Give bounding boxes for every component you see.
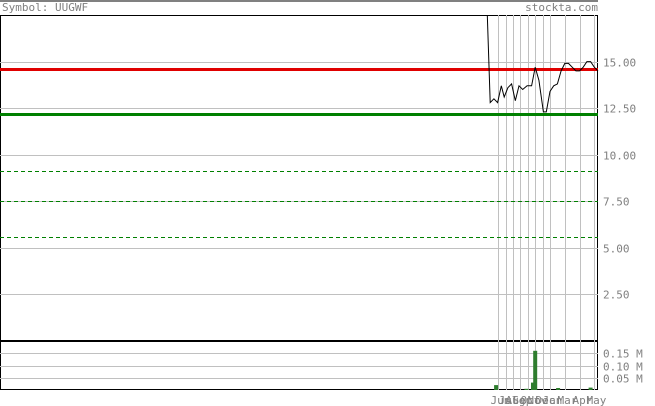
text-layer: Symbol: UUGWF stockta.com 15.00 12.50 10.0… (2, 1, 643, 406)
chart-frame-layer (0, 0, 598, 390)
x-tick-label: Mar (558, 394, 578, 406)
y-tick-label: 7.50 (603, 196, 630, 209)
symbol-label: Symbol: UUGWF (2, 1, 88, 14)
x-tick-label: Apr (573, 394, 593, 406)
price-panel-frame (0, 15, 598, 341)
volume-tick-label: 0.10 M (603, 361, 643, 374)
y-tick-label: 12.50 (603, 103, 636, 116)
x-tick-label: Sep (513, 394, 533, 406)
x-tick-label: Nov (528, 394, 548, 406)
volume-bar (588, 387, 593, 390)
y-tick-label: 5.00 (603, 243, 630, 256)
volume-bar (556, 388, 561, 390)
volume-bar (524, 388, 529, 390)
y-tick-label: 15.00 (603, 57, 636, 70)
levels-layer (0, 68, 598, 238)
volume-tick-label: 0.15 M (603, 348, 643, 361)
volume-bar (533, 350, 538, 390)
x-tick-label: May (587, 394, 607, 406)
price-line (486, 14, 599, 113)
volume-tick-label: 0.05 M (603, 373, 643, 386)
volume-bar (494, 385, 499, 390)
x-tick-label: Jan (543, 394, 563, 406)
x-tick-label: Jun (491, 394, 511, 406)
y-tick-label: 10.00 (603, 150, 636, 163)
volume-bar (531, 382, 535, 390)
site-label: stockta.com (525, 1, 598, 14)
x-tick-label: Dec (536, 394, 556, 406)
volume-panel-frame (0, 341, 598, 390)
y-tick-label: 2.50 (603, 289, 630, 302)
x-tick-label: Aug (506, 394, 526, 406)
x-tick-label: Jul (499, 394, 519, 406)
x-tick-label: Oct (521, 394, 541, 406)
price-layer (486, 14, 599, 113)
volume-layer (494, 350, 593, 390)
grid-layer (0, 15, 598, 390)
